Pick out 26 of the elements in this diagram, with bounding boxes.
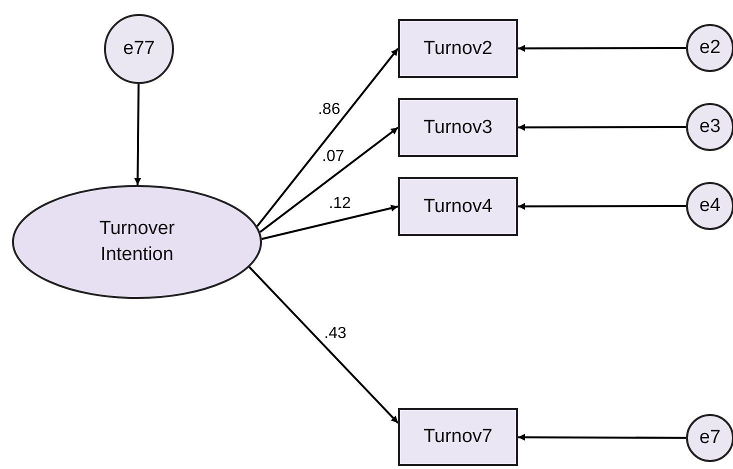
edge-label: .43 — [323, 325, 348, 343]
observed-variable-box — [398, 98, 518, 157]
variable-name: e4 — [699, 194, 721, 218]
variable-name: Turnov7 — [424, 425, 492, 450]
path-arrow — [260, 126, 399, 233]
error-term-circle — [104, 14, 174, 84]
variable-name: e77 — [123, 37, 155, 62]
observed-variable-box — [398, 408, 518, 466]
variable-name: e7 — [699, 426, 721, 450]
path-arrow — [518, 202, 686, 210]
path-arrow — [134, 84, 142, 186]
latent-variable-ellipse — [12, 185, 262, 299]
variable-name: e2 — [699, 36, 721, 60]
observed-variable-box — [398, 177, 518, 236]
variable-name: Turnov2 — [424, 36, 492, 61]
path-arrow — [262, 204, 398, 240]
path-arrow — [518, 44, 686, 52]
variable-name: Turnov3 — [424, 116, 492, 140]
path-arrow — [518, 434, 686, 441]
variable-name: e3 — [699, 115, 721, 140]
path-arrow — [518, 124, 686, 131]
variable-name: Turnov4 — [424, 194, 492, 219]
observed-variable-box — [398, 19, 518, 78]
variable-name: Turnover Intention — [98, 217, 176, 267]
path-arrow — [248, 266, 399, 424]
path-arrow — [256, 48, 399, 227]
